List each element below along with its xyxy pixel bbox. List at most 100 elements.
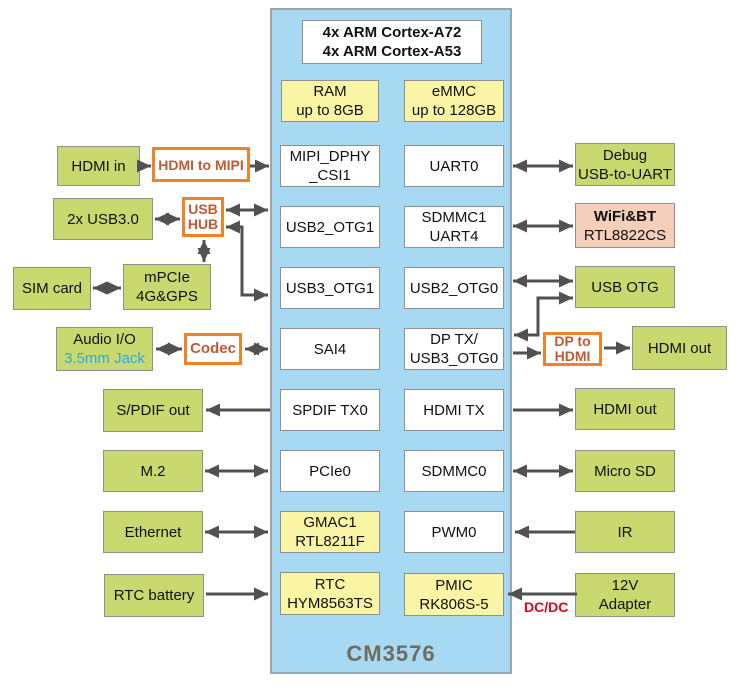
device-spdif-out: S/PDIF out <box>103 389 203 432</box>
port-pmic: PMIC RK806S-5 <box>404 573 504 616</box>
converter-label: DP to <box>554 333 591 349</box>
converter-hdmi-to-mipi: HDMI to MIPI <box>152 147 250 182</box>
ram-line2: up to 8GB <box>296 102 364 119</box>
port-dptx-usb3-otg0: DP TX/ USB3_OTG0 <box>404 328 504 370</box>
device-sublabel: 3.5mm Jack <box>64 350 145 367</box>
emmc-line2: up to 128GB <box>411 102 497 119</box>
converter-label: USB <box>188 201 218 217</box>
port-label: PWM0 <box>431 523 477 541</box>
port-label: SPDIF TX0 <box>292 401 368 419</box>
device-audio-io: Audio I/O 3.5mm Jack <box>56 327 153 371</box>
ram-line1: RAM <box>313 83 347 100</box>
port-uart0: UART0 <box>404 145 504 187</box>
ram-box: RAM up to 8GB <box>281 80 379 122</box>
port-label: RTL8211F <box>295 533 365 550</box>
port-label: USB3_OTG1 <box>285 279 375 297</box>
port-label: UART4 <box>429 228 479 245</box>
port-spdif-tx0: SPDIF TX0 <box>280 389 380 431</box>
emmc-box: eMMC up to 128GB <box>404 80 504 122</box>
device-label: S/PDIF out <box>116 402 190 419</box>
port-label: USB3_OTG0 <box>409 350 499 367</box>
device-label: HDMI in <box>71 157 126 175</box>
port-label: PMIC <box>435 576 473 594</box>
port-rtc: RTC HYM8563TS <box>280 572 380 615</box>
device-ethernet: Ethernet <box>103 511 203 553</box>
port-label: DP TX/ <box>430 331 478 348</box>
device-label: IR <box>617 523 633 541</box>
device-usb-otg: USB OTG <box>575 266 675 308</box>
device-wifi-bt: WiFi&BT RTL8822CS <box>575 203 675 248</box>
device-label: 12V <box>611 577 639 594</box>
port-label: HDMI TX <box>423 401 485 419</box>
device-label: Micro SD <box>594 462 656 480</box>
converter-dp-to-hdmi: DP to HDMI <box>543 332 602 366</box>
port-usb3-otg1: USB3_OTG1 <box>280 267 380 309</box>
cpu-line1: 4x ARM Cortex-A72 <box>322 24 462 41</box>
port-label: SDMMC1 <box>421 209 487 226</box>
device-label: WiFi&BT <box>593 207 657 225</box>
device-mpcie-4g-gps: mPCIe 4G&GPS <box>123 264 211 310</box>
port-label: MIPI_DPHY <box>289 148 371 165</box>
device-2x-usb3: 2x USB3.0 <box>53 198 153 240</box>
device-label: SIM card <box>21 280 82 297</box>
device-sublabel: RTL8822CS <box>583 226 667 244</box>
device-label: HDMI out <box>647 339 712 357</box>
converter-label: HDMI to MIPI <box>158 156 244 173</box>
port-hdmi-tx: HDMI TX <box>404 389 504 431</box>
device-m2: M.2 <box>103 450 203 492</box>
port-label: PCIe0 <box>309 462 351 480</box>
port-label: USB2_OTG0 <box>409 279 499 297</box>
device-label: USB-to-UART <box>578 165 672 183</box>
device-label: Ethernet <box>124 523 182 541</box>
cpu-line2: 4x ARM Cortex-A53 <box>322 43 462 60</box>
device-label: 4G&GPS <box>136 288 198 305</box>
dcdc-label: DC/DC <box>524 599 569 615</box>
port-label: RK806S-5 <box>419 595 489 613</box>
port-gmac1: GMAC1 RTL8211F <box>280 511 380 553</box>
device-hdmi-out-dp: HDMI out <box>632 326 727 370</box>
port-sdmmc1-uart4: SDMMC1 UART4 <box>404 206 504 248</box>
arrow-dptx-usbotg <box>514 291 573 342</box>
device-label: mPCIe <box>144 269 190 286</box>
device-rtc-battery: RTC battery <box>104 574 204 617</box>
cpu-box: 4x ARM Cortex-A72 4x ARM Cortex-A53 <box>302 20 482 64</box>
port-label: GMAC1 <box>303 514 357 531</box>
device-micro-sd: Micro SD <box>575 450 675 492</box>
converter-label: Codec <box>190 340 236 357</box>
port-label: _CSI1 <box>309 167 351 184</box>
port-label: USB2_OTG1 <box>285 218 375 236</box>
soc-title: CM3576 <box>346 641 436 666</box>
device-label: Adapter <box>598 596 652 613</box>
port-usb2-otg0: USB2_OTG0 <box>404 267 504 309</box>
emmc-line1: eMMC <box>431 83 477 100</box>
device-hdmi-in: HDMI in <box>57 146 140 186</box>
device-debug-uart: Debug USB-to-UART <box>575 143 675 186</box>
converter-label: HDMI <box>554 348 591 364</box>
port-label: SAI4 <box>313 340 347 358</box>
port-mipi-dphy-csi1: MIPI_DPHY _CSI1 <box>280 145 380 187</box>
port-label: HYM8563TS <box>287 594 373 612</box>
port-pwm0: PWM0 <box>404 511 504 553</box>
port-label: SDMMC0 <box>421 462 487 480</box>
converter-usb-hub: USB HUB <box>182 197 224 237</box>
port-sdmmc0: SDMMC0 <box>404 450 504 492</box>
device-label: Audio I/O <box>73 331 136 348</box>
port-pcie0: PCIe0 <box>280 450 380 492</box>
converter-label: HUB <box>187 216 219 232</box>
device-label: 2x USB3.0 <box>67 210 139 228</box>
device-label: USB OTG <box>591 278 659 296</box>
port-sai4: SAI4 <box>280 328 380 370</box>
device-label: RTC battery <box>113 587 195 604</box>
device-sim-card: SIM card <box>13 267 91 310</box>
converter-codec: Codec <box>184 333 242 365</box>
device-12v-adapter: 12V Adapter <box>575 573 675 617</box>
arrow-hub-usb3otg1 <box>226 220 268 302</box>
device-hdmi-out: HDMI out <box>575 388 675 430</box>
device-label: M.2 <box>140 462 166 480</box>
device-label: Debug <box>602 146 648 164</box>
device-label: HDMI out <box>593 400 657 418</box>
port-label: UART0 <box>429 157 479 175</box>
port-label: RTC <box>314 575 346 593</box>
port-usb2-otg1: USB2_OTG1 <box>280 206 380 248</box>
